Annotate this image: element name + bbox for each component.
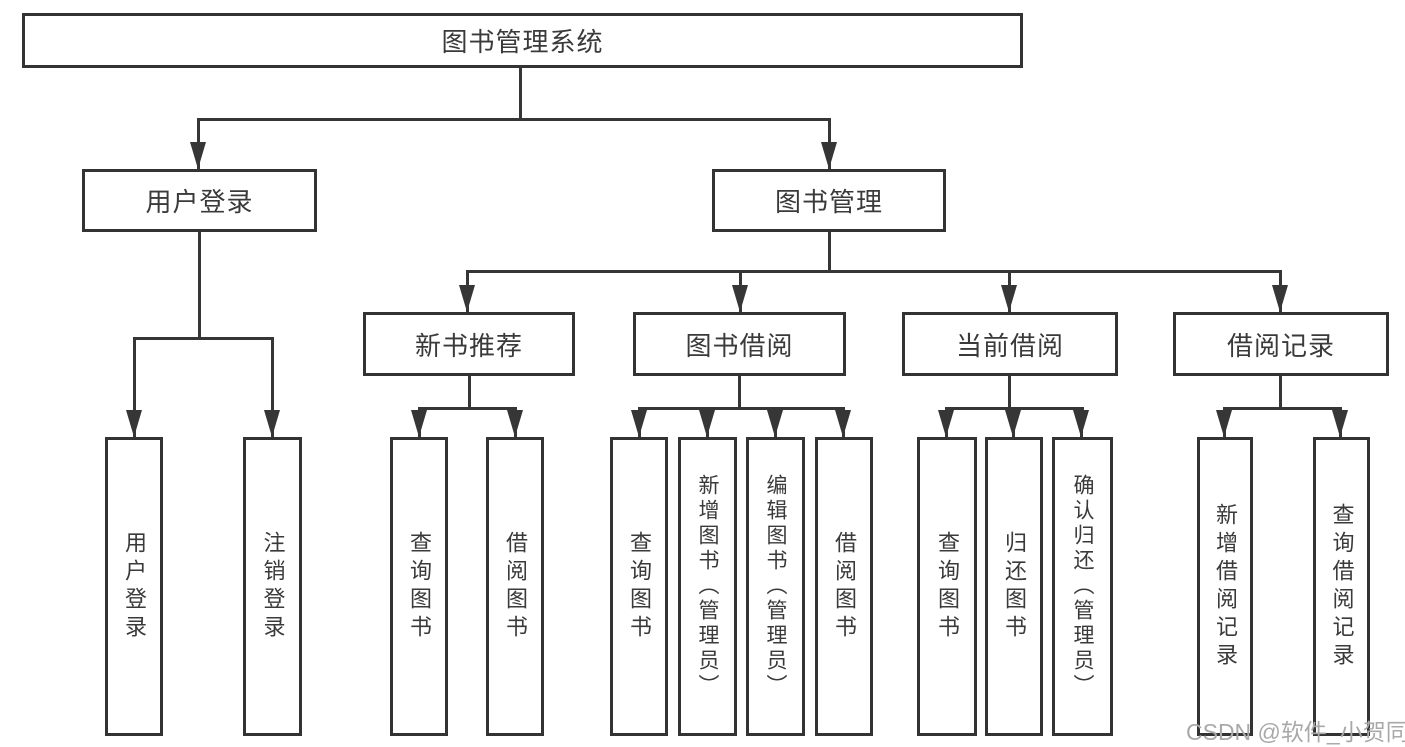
node-leaf-return-book-label: 归还图书 <box>1002 530 1027 643</box>
node-leaf-query-book-3: 查询图书 <box>917 437 977 736</box>
arrow-down-icon <box>264 410 280 437</box>
arrow-down-icon <box>1005 410 1021 437</box>
arrow-down-icon <box>507 410 523 437</box>
node-user-login: 用户登录 <box>82 169 317 232</box>
node-root: 图书管理系统 <box>22 13 1023 68</box>
node-leaf-user-login-label: 用户登录 <box>122 530 147 643</box>
node-book-management-label: 图书管理 <box>774 187 883 217</box>
connector <box>519 68 522 118</box>
connector <box>1279 376 1282 407</box>
connector <box>1008 376 1011 407</box>
node-leaf-borrow-book-2: 借阅图书 <box>815 437 873 736</box>
node-leaf-add-book-admin-label: 新增图书（管理员） <box>696 474 719 699</box>
node-leaf-logout-label: 注销登录 <box>260 530 286 643</box>
arrow-down-icon <box>1001 285 1017 312</box>
arrow-down-icon <box>411 410 427 437</box>
node-leaf-edit-book-admin: 编辑图书（管理员） <box>746 437 805 736</box>
arrow-down-icon <box>126 410 142 437</box>
node-new-book-recommend-label: 新书推荐 <box>414 330 523 361</box>
connector <box>197 118 831 121</box>
watermark: CSDN @软件_小贺同学 <box>1186 719 1405 745</box>
node-leaf-return-book: 归还图书 <box>985 437 1043 736</box>
node-book-borrow: 图书借阅 <box>633 312 846 376</box>
arrow-down-icon <box>732 285 748 312</box>
node-leaf-user-login: 用户登录 <box>105 437 163 736</box>
node-leaf-borrow-book-2-label: 借阅图书 <box>832 530 857 643</box>
node-leaf-query-book-2-label: 查询图书 <box>627 530 652 643</box>
node-borrow-records-label: 借阅记录 <box>1226 330 1335 361</box>
node-leaf-borrow-book-1-label: 借阅图书 <box>503 530 528 643</box>
node-leaf-query-book-1: 查询图书 <box>390 437 448 736</box>
node-root-label: 图书管理系统 <box>441 27 604 57</box>
connector <box>638 407 845 410</box>
node-leaf-confirm-return-admin: 确认归还（管理员） <box>1052 437 1113 736</box>
node-leaf-query-borrow-record-label: 查询借阅记录 <box>1329 502 1355 671</box>
connector <box>738 376 741 407</box>
connector <box>133 337 136 437</box>
arrow-down-icon <box>767 410 783 437</box>
arrow-down-icon <box>631 410 647 437</box>
node-leaf-add-borrow-record-label: 新增借阅记录 <box>1213 502 1238 671</box>
arrow-down-icon <box>1272 285 1288 312</box>
node-current-borrow-label: 当前借阅 <box>955 330 1064 361</box>
node-leaf-query-book-3-label: 查询图书 <box>935 530 960 643</box>
arrow-down-icon <box>699 410 715 437</box>
node-current-borrow: 当前借阅 <box>902 312 1118 376</box>
node-leaf-borrow-book-1: 借阅图书 <box>486 437 544 736</box>
arrow-down-icon <box>1332 410 1348 437</box>
node-leaf-add-borrow-record: 新增借阅记录 <box>1197 437 1253 736</box>
node-leaf-query-borrow-record: 查询借阅记录 <box>1313 437 1370 736</box>
arrow-down-icon <box>835 410 851 437</box>
connector <box>198 232 201 337</box>
arrow-down-icon <box>821 142 837 169</box>
node-leaf-add-book-admin: 新增图书（管理员） <box>678 437 737 736</box>
node-leaf-edit-book-admin-label: 编辑图书（管理员） <box>764 474 787 699</box>
connector <box>133 337 274 340</box>
node-leaf-query-book-1-label: 查询图书 <box>407 530 432 643</box>
node-new-book-recommend: 新书推荐 <box>363 312 575 376</box>
node-book-management: 图书管理 <box>712 169 946 232</box>
node-leaf-confirm-return-admin-label: 确认归还（管理员） <box>1071 474 1094 699</box>
connector <box>271 337 274 437</box>
connector <box>418 407 517 410</box>
arrow-down-icon <box>938 410 954 437</box>
arrow-down-icon <box>1073 410 1089 437</box>
arrow-down-icon <box>190 142 206 169</box>
connector <box>466 270 1281 273</box>
node-book-borrow-label: 图书借阅 <box>685 330 794 361</box>
arrow-down-icon <box>1216 410 1232 437</box>
connector <box>468 376 471 407</box>
arrow-down-icon <box>459 285 475 312</box>
connector <box>1223 407 1342 410</box>
connector <box>828 232 831 270</box>
node-leaf-query-book-2: 查询图书 <box>610 437 668 736</box>
node-leaf-logout: 注销登录 <box>243 437 302 736</box>
node-user-login-label: 用户登录 <box>145 187 254 217</box>
node-borrow-records: 借阅记录 <box>1173 312 1389 376</box>
